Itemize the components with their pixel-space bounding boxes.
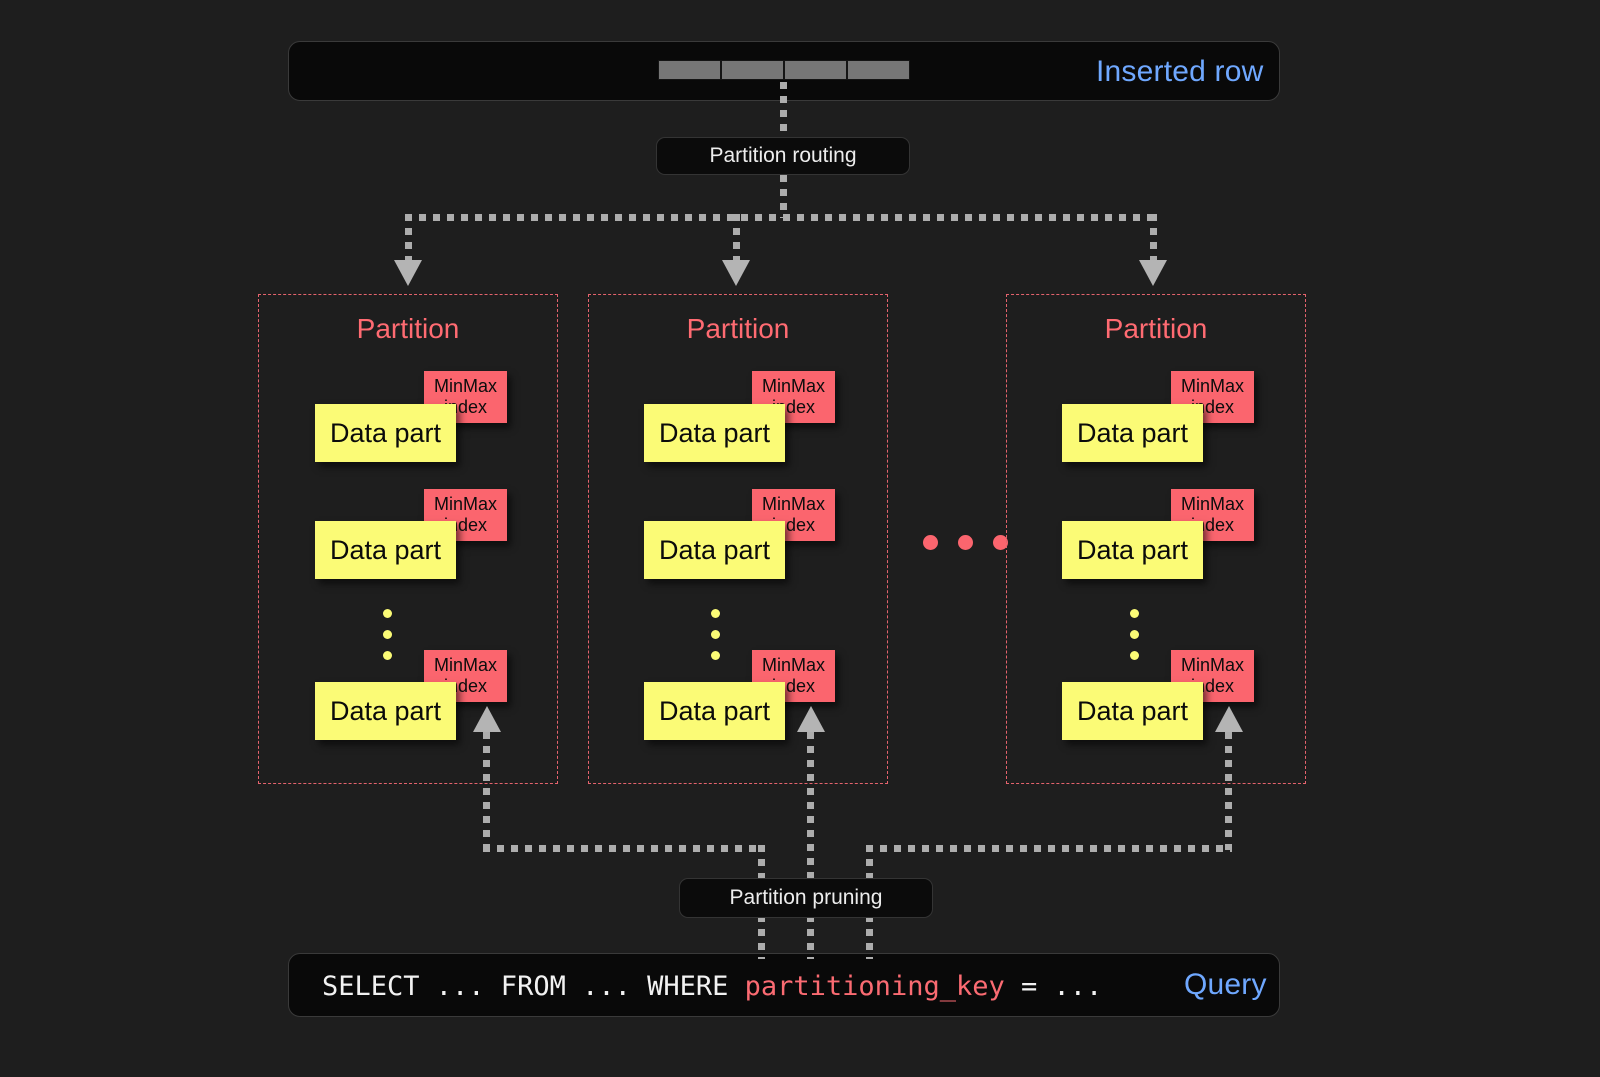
row-cell	[784, 60, 847, 80]
data-part-label: Data part	[658, 417, 771, 448]
data-part-label: Data part	[1076, 534, 1189, 565]
row-cell	[847, 60, 910, 80]
data-part-3-3: Data part	[1062, 682, 1203, 740]
data-part-label: Data part	[329, 417, 442, 448]
connector-drop-partition-1	[405, 214, 412, 264]
arrow-up-partition-3	[1215, 706, 1243, 732]
partition-box-2: Partition	[588, 294, 888, 784]
arrow-up-partition-1	[473, 706, 501, 732]
query-bar	[288, 953, 1280, 1017]
arrow-up-partition-2	[797, 706, 825, 732]
query-label: Query	[1184, 968, 1267, 1001]
data-part-label: Data part	[658, 695, 771, 726]
connector-row-to-routing	[780, 82, 787, 137]
connector-drop-partition-2	[733, 214, 740, 264]
data-part-1-2: Data part	[315, 521, 456, 579]
connector-pruning-to-query-3	[866, 915, 873, 959]
connector-pruning-to-query-2	[807, 915, 814, 959]
data-part-label: Data part	[1076, 695, 1189, 726]
connector-up-partition-1	[483, 732, 490, 850]
vertical-ellipsis-1	[383, 609, 392, 660]
connector-routing-to-bus	[780, 175, 787, 218]
data-part-2-1: Data part	[644, 404, 785, 462]
data-part-1-3: Data part	[315, 682, 456, 740]
vertical-ellipsis-3	[1130, 609, 1139, 660]
data-part-label: Data part	[1076, 417, 1189, 448]
row-cell	[658, 60, 721, 80]
partition-box-1: Partition	[258, 294, 558, 784]
arrow-down-partition-2	[722, 260, 750, 286]
query-sql-text: SELECT ... FROM ... WHERE partitioning_k…	[322, 971, 1102, 1002]
connector-pruning-right-drop	[866, 845, 873, 885]
partition-pruning-label: Partition pruning	[729, 886, 883, 909]
connector-pruning-horizontal-right	[866, 845, 1232, 852]
between-partitions-ellipsis	[923, 535, 1008, 550]
sql-suffix: = ...	[1004, 971, 1103, 1002]
data-part-3-1: Data part	[1062, 404, 1203, 462]
arrow-down-partition-1	[394, 260, 422, 286]
sql-prefix: SELECT ... FROM ... WHERE	[322, 971, 745, 1002]
partition-box-3: Partition	[1006, 294, 1306, 784]
data-part-label: Data part	[329, 534, 442, 565]
data-part-2-3: Data part	[644, 682, 785, 740]
sql-partitioning-key: partitioning_key	[744, 971, 1005, 1002]
partition-routing-label: Partition routing	[709, 144, 857, 167]
inserted-row-cells	[658, 60, 910, 80]
connector-up-partition-2	[807, 732, 814, 885]
data-part-3-2: Data part	[1062, 521, 1203, 579]
data-part-label: Data part	[658, 534, 771, 565]
connector-pruning-horizontal-left	[483, 845, 765, 852]
partition-routing-box: Partition routing	[656, 137, 910, 175]
arrow-down-partition-3	[1139, 260, 1167, 286]
connector-bus-horizontal	[405, 214, 1157, 221]
connector-up-partition-3	[1225, 732, 1232, 850]
data-part-label: Data part	[329, 695, 442, 726]
row-cell	[721, 60, 784, 80]
connector-pruning-to-query-1	[758, 915, 765, 959]
partition-pruning-box: Partition pruning	[679, 878, 933, 918]
partition-title-3: Partition	[1104, 313, 1208, 344]
data-part-1-1: Data part	[315, 404, 456, 462]
partition-title-1: Partition	[356, 313, 460, 344]
partition-title-2: Partition	[686, 313, 790, 344]
connector-pruning-left-drop	[758, 845, 765, 885]
data-part-2-2: Data part	[644, 521, 785, 579]
vertical-ellipsis-2	[711, 609, 720, 660]
inserted-row-label: Inserted row	[1096, 55, 1264, 88]
connector-drop-partition-3	[1150, 214, 1157, 264]
